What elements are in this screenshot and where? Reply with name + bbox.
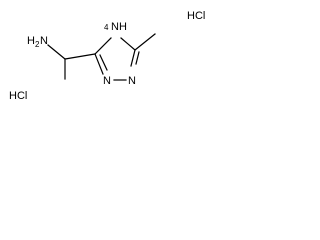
ring-n1-label: N	[128, 75, 136, 87]
bond-c3-n4	[94, 37, 112, 55]
bond-c5-n1-double	[135, 51, 140, 65]
hcl-right-label: HCl	[187, 10, 205, 22]
ring-n2-label: N	[103, 75, 111, 87]
bond-amine-to-ch	[47, 44, 66, 60]
salt-labels: HCl HCl	[9, 10, 205, 102]
amine-subscript-label: 2	[35, 40, 40, 49]
amine-n-label: N	[40, 35, 48, 47]
hcl-left-label: HCl	[9, 90, 27, 102]
ring-nh-n-label: N	[111, 21, 119, 33]
ring-nh-h-label: H	[119, 21, 127, 33]
bond-c5-n1	[130, 49, 136, 67]
amine-h-label: H	[27, 35, 35, 47]
bond-c5-to-methyl	[134, 33, 156, 51]
bond-ch-to-ring	[64, 53, 96, 60]
bond-n2-c3-double	[99, 54, 108, 71]
chemical-structure-diagram: H 2 N 4 N H N N HCl HCl	[9, 10, 205, 102]
bond-lines	[47, 33, 156, 81]
atom-labels: H 2 N 4 N H N N	[27, 21, 136, 87]
ring-nh-position-label: 4	[104, 23, 109, 32]
bond-n4-c5	[120, 37, 136, 51]
bond-n2-c3	[94, 53, 104, 75]
